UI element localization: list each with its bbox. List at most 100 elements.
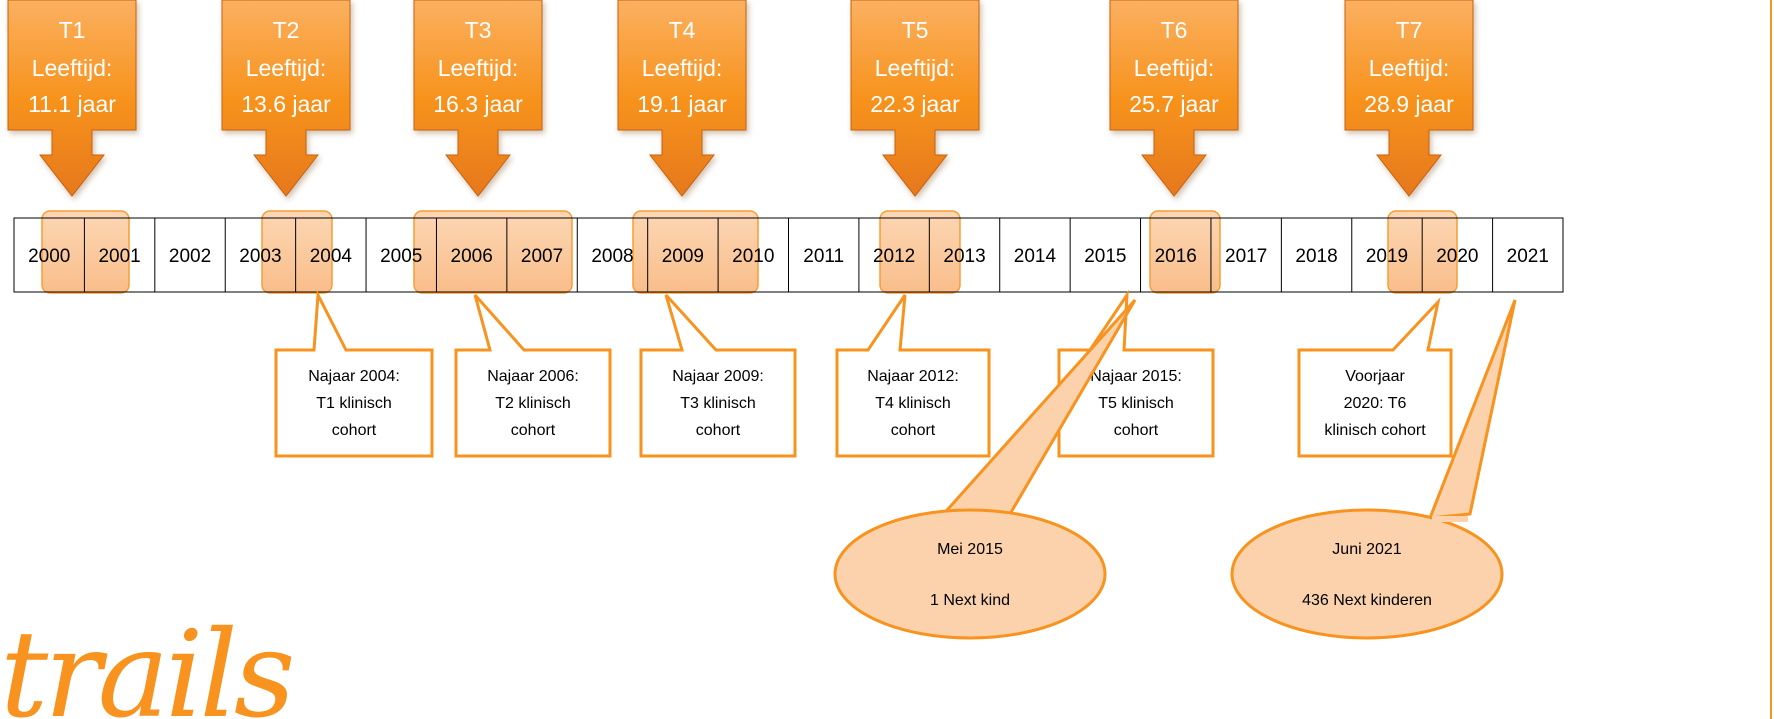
callout-line: T2 klinisch — [495, 395, 571, 412]
callout-line: Najaar 2006: — [487, 368, 579, 385]
year-label-2010: 2010 — [732, 246, 774, 267]
wave-age-value: 25.7 jaar — [1129, 91, 1219, 117]
wave-label: T7 — [1396, 17, 1423, 43]
clinical-callout-4: Najaar 2012: T4 klinisch cohort — [835, 294, 991, 458]
callout-box — [454, 294, 612, 458]
callout-box — [274, 289, 434, 458]
clinical-callout-2: Najaar 2006: T2 klinisch cohort — [454, 294, 612, 458]
wave-age-value: 19.1 jaar — [637, 91, 727, 117]
callout-line: Voorjaar — [1345, 368, 1405, 385]
wave-highlight-6 — [1149, 210, 1221, 294]
callout-line: Najaar 2012: — [867, 368, 959, 385]
year-label-2005: 2005 — [380, 246, 422, 267]
year-label-2020: 2020 — [1436, 246, 1478, 267]
year-label-2018: 2018 — [1295, 246, 1337, 267]
year-label-2006: 2006 — [451, 246, 493, 267]
callout-line: cohort — [511, 422, 556, 439]
bubble-ellipse — [833, 508, 1107, 640]
callout-line: klinisch cohort — [1324, 422, 1426, 439]
wave-age-value: 11.1 jaar — [28, 91, 116, 117]
wave-age-label: Leeftijd: — [246, 55, 327, 81]
wave-age-value: 16.3 jaar — [433, 91, 523, 117]
year-label-2002: 2002 — [169, 246, 211, 267]
callout-line: T4 klinisch — [875, 395, 951, 412]
callout-line: 2020: T6 — [1344, 395, 1407, 412]
bubble-joint — [942, 516, 1008, 522]
wave-label: T4 — [669, 17, 696, 43]
wave-age-value: 28.9 jaar — [1364, 91, 1454, 117]
wave-arrow-shape — [1109, 0, 1239, 197]
wave-label: T6 — [1161, 17, 1188, 43]
wave-highlights — [41, 210, 1458, 294]
callout-line: T5 klinisch — [1098, 395, 1174, 412]
wave-arrow-shape — [221, 0, 351, 197]
wave-highlight-5 — [879, 210, 961, 294]
wave-age-label: Leeftijd: — [32, 55, 113, 81]
bubble-detail: 1 Next kind — [930, 592, 1010, 609]
wave-age-label: Leeftijd: — [642, 55, 723, 81]
wave-label: T2 — [273, 17, 300, 43]
year-label-2013: 2013 — [943, 246, 985, 267]
wave-label: T1 — [59, 17, 86, 43]
year-label-2012: 2012 — [873, 246, 915, 267]
callout-line: Najaar 2009: — [672, 368, 764, 385]
wave-arrow-shape — [1344, 0, 1474, 197]
callout-line: cohort — [891, 422, 936, 439]
wave-highlight-3 — [413, 210, 573, 294]
bubble-joint — [1432, 516, 1468, 522]
wave-arrow-shape — [7, 0, 137, 197]
callout-box — [835, 294, 991, 458]
wave-label: T5 — [902, 17, 929, 43]
bubble-ellipse — [1230, 508, 1504, 640]
bubble-title: Juni 2021 — [1332, 541, 1401, 558]
callout-line: T3 klinisch — [680, 395, 756, 412]
year-label-2004: 2004 — [310, 246, 353, 267]
wave-age-label: Leeftijd: — [875, 55, 956, 81]
wave-age-label: Leeftijd: — [438, 55, 519, 81]
wave-label: T3 — [465, 17, 492, 43]
year-label-2015: 2015 — [1084, 246, 1126, 267]
wave-age-label: Leeftijd: — [1134, 55, 1215, 81]
wave-highlight-2 — [261, 210, 333, 294]
year-label-2003: 2003 — [239, 246, 281, 267]
wave-age-value: 22.3 jaar — [870, 91, 960, 117]
callout-line: Najaar 2004: — [308, 368, 400, 385]
clinical-callout-6: Voorjaar 2020: T6 klinisch cohort — [1297, 297, 1453, 458]
year-label-2000: 2000 — [28, 246, 70, 267]
wave-arrow-shape — [413, 0, 543, 197]
callout-box — [1057, 289, 1215, 458]
wave-arrow-shape — [850, 0, 980, 197]
callout-box — [1297, 297, 1453, 458]
year-label-2011: 2011 — [803, 246, 844, 267]
wave-age-value: 13.6 jaar — [241, 91, 331, 117]
year-label-2016: 2016 — [1155, 246, 1197, 267]
clinical-callout-5: Najaar 2015: T5 klinisch cohort — [1057, 289, 1215, 458]
trails-logo: trails — [0, 606, 292, 719]
wave-highlight-4 — [632, 210, 759, 294]
year-label-2017: 2017 — [1225, 246, 1267, 267]
callout-box — [639, 293, 797, 458]
year-label-2007: 2007 — [521, 246, 563, 267]
year-label-2008: 2008 — [591, 246, 633, 267]
year-label-2021: 2021 — [1507, 246, 1549, 267]
year-label-2014: 2014 — [1014, 246, 1057, 267]
callout-line: T1 klinisch — [316, 395, 392, 412]
year-label-2019: 2019 — [1366, 246, 1408, 267]
callout-line: Najaar 2015: — [1090, 368, 1182, 385]
wave-highlight-1 — [41, 210, 130, 294]
wave-arrow-shape — [617, 0, 747, 197]
callout-line: cohort — [1114, 422, 1159, 439]
